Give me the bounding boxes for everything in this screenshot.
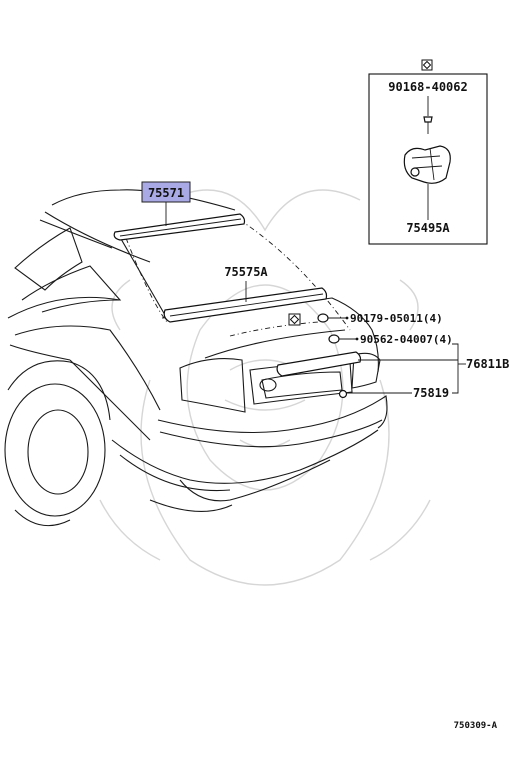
- label-75571: 75571: [141, 181, 191, 226]
- garnish-bar: [276, 351, 362, 377]
- label-90562: 90562-04007(4): [339, 333, 453, 346]
- inset-top-part-number: 90168-40062: [388, 80, 467, 94]
- svg-text:75571: 75571: [148, 186, 184, 200]
- svg-text:76811B: 76811B: [466, 357, 509, 371]
- figure-code: 750309-A: [454, 721, 498, 731]
- svg-text:90562-04007(4): 90562-04007(4): [360, 333, 453, 346]
- inset-bottom-part-number: 75495A: [406, 221, 450, 235]
- svg-text:75819: 75819: [413, 386, 449, 400]
- fasteners: [317, 313, 348, 399]
- label-76811B: 76811B: [358, 343, 509, 394]
- label-75819: 75819: [347, 386, 449, 400]
- car-body: [4, 189, 388, 527]
- lower-molding: [163, 287, 328, 323]
- upper-molding: [113, 213, 246, 241]
- svg-text:90179-05011(4): 90179-05011(4): [350, 312, 443, 325]
- label-75575A: 75575A: [224, 265, 268, 302]
- label-90179: 90179-05011(4): [328, 312, 443, 325]
- square-diamond-icon: [288, 313, 301, 326]
- square-diamond-icon: [421, 59, 433, 71]
- watermark-crest: [99, 189, 431, 586]
- inset-box: 90168-40062 75495A: [368, 59, 488, 245]
- svg-text:75575A: 75575A: [224, 265, 268, 279]
